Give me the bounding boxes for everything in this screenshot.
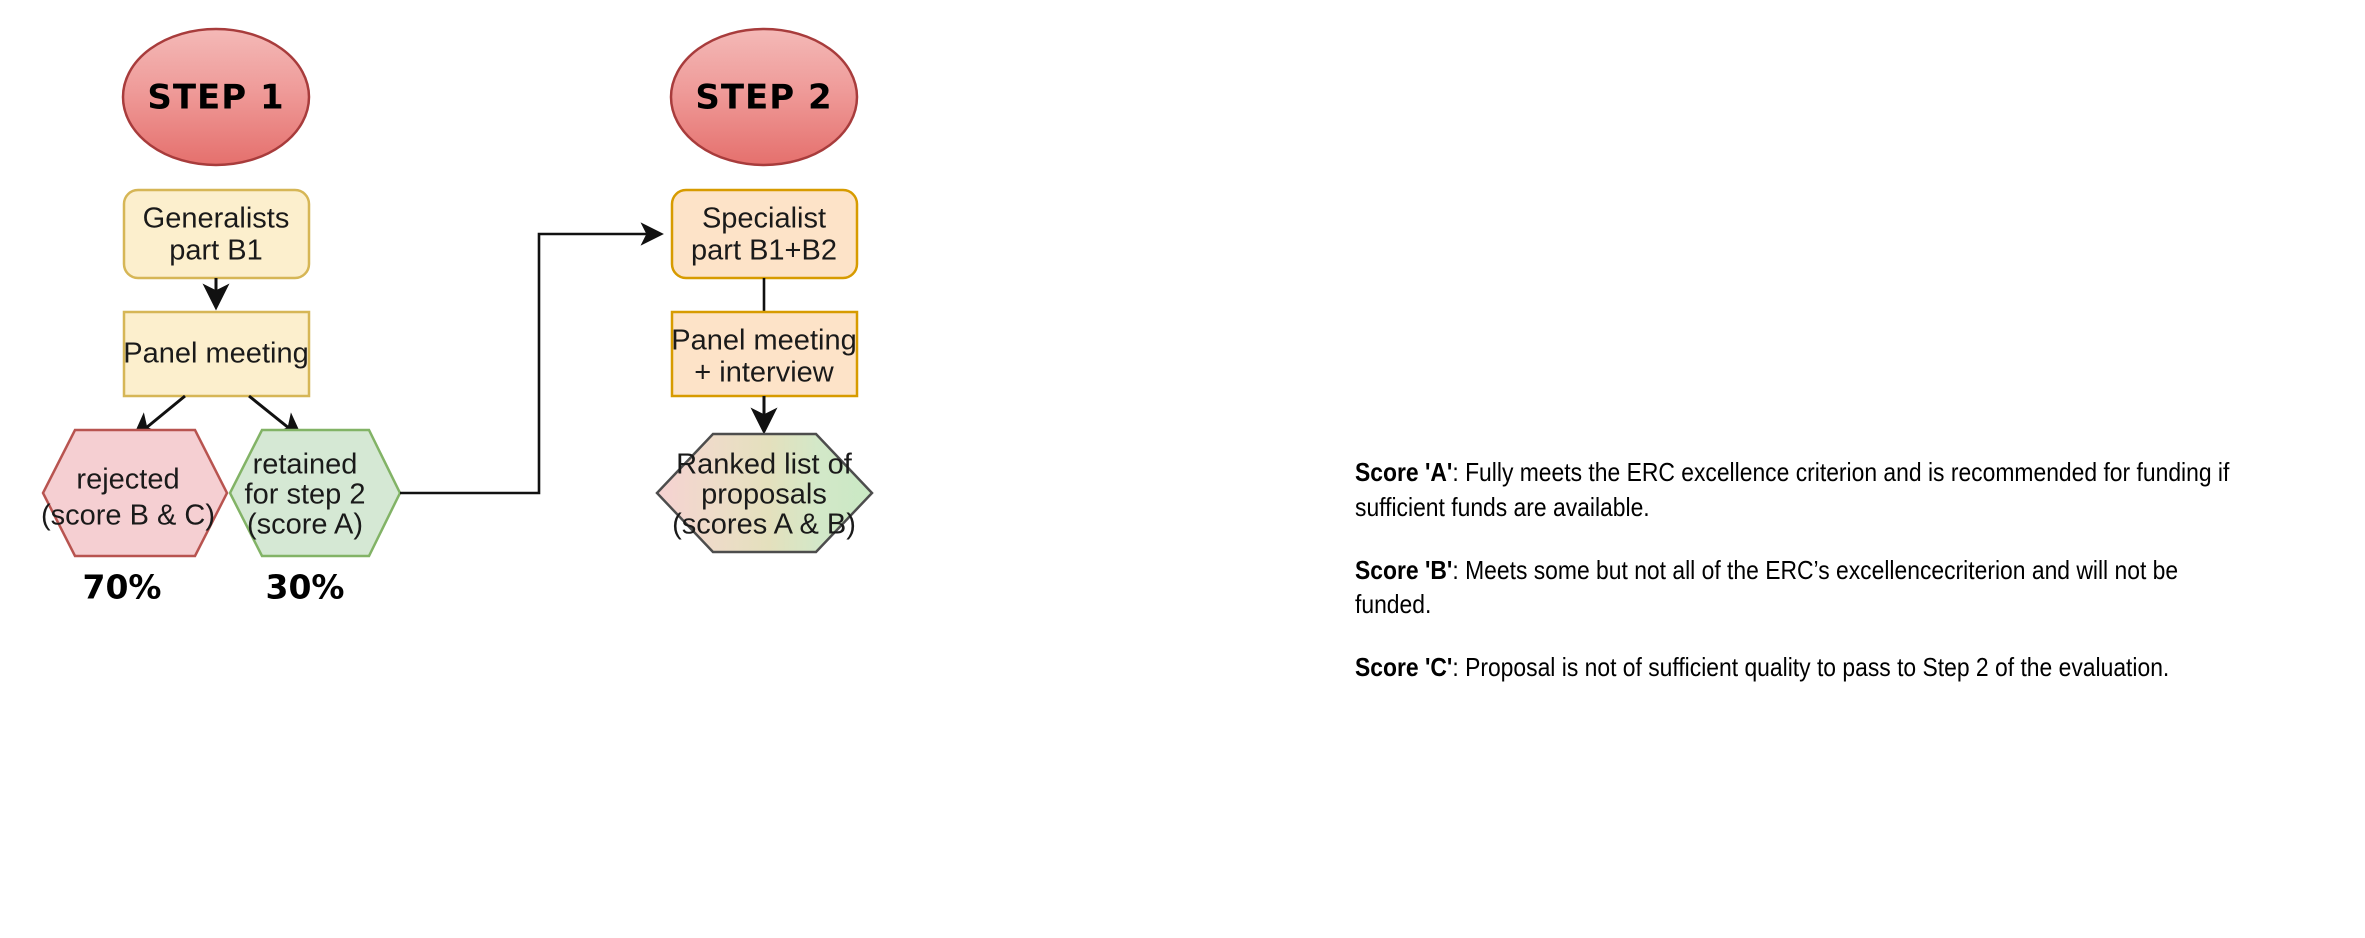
rejected-hexagon[interactable] bbox=[41, 428, 229, 558]
specialist-box-line1: Specialist bbox=[702, 203, 826, 235]
legend-item-score-a: Score 'A': Fully meets the ERC excellenc… bbox=[1355, 455, 2235, 525]
generalists-box-line2: part B1 bbox=[169, 235, 263, 267]
step1-badge-label: STEP 1 bbox=[147, 78, 284, 118]
panel-meeting-interview-box[interactable] bbox=[670, 310, 859, 398]
ranked-list-line1: Ranked list of bbox=[676, 449, 853, 481]
rejected-hexagon-line1: rejected bbox=[76, 464, 179, 496]
retained-percentage-label: 30% bbox=[266, 568, 345, 607]
ranked-list-line3: (scores A & B) bbox=[672, 509, 856, 541]
rejected-percentage-label: 70% bbox=[83, 568, 162, 607]
retained-hexagon-line3: (score A) bbox=[247, 509, 363, 541]
panel-meeting-box-label: Panel meeting bbox=[123, 338, 308, 370]
step1-badge-ellipse bbox=[121, 27, 311, 167]
legend-text-score-c: : Proposal is not of sufficient quality … bbox=[1452, 652, 2170, 683]
panel-meeting-interview-line2: + interview bbox=[694, 357, 834, 389]
ranked-list-line2: proposals bbox=[701, 479, 827, 511]
step2-badge-ellipse bbox=[669, 27, 859, 167]
retained-hexagon[interactable] bbox=[228, 428, 402, 558]
generalists-box-line1: Generalists bbox=[143, 203, 290, 235]
step1-group: STEP 1 Generalists part B1 Panel meeting… bbox=[41, 27, 402, 607]
panel-meeting-box[interactable] bbox=[122, 310, 311, 398]
rejected-hexagon-line2: (score B & C) bbox=[41, 500, 215, 532]
legend-key-score-b: Score 'B' bbox=[1355, 554, 1453, 585]
legend-text-score-b: : Meets some but not all of the ERC’s ex… bbox=[1355, 554, 2179, 620]
legend-item-score-b: Score 'B': Meets some but not all of the… bbox=[1355, 553, 2235, 623]
legend-key-score-a: Score 'A' bbox=[1355, 457, 1453, 487]
panel-meeting-interview-line1: Panel meeting bbox=[671, 325, 856, 357]
step2-group: STEP 2 Specialist part B1+B2 Panel meeti… bbox=[655, 27, 874, 554]
legend-item-score-c: Score 'C': Proposal is not of sufficient… bbox=[1355, 650, 2235, 685]
retained-hexagon-line2: for step 2 bbox=[245, 479, 366, 511]
specialist-box-line2: part B1+B2 bbox=[691, 235, 837, 267]
legend-text-score-a: : Fully meets the ERC excellence criteri… bbox=[1355, 457, 2230, 522]
step2-badge-label: STEP 2 bbox=[695, 78, 832, 118]
connector-retained-to-specialist bbox=[400, 222, 664, 495]
legend-key-score-c: Score 'C' bbox=[1355, 652, 1453, 683]
score-legend: Score 'A': Fully meets the ERC excellenc… bbox=[1355, 455, 2355, 685]
ranked-list-hexagon[interactable] bbox=[655, 432, 874, 554]
retained-hexagon-line1: retained bbox=[253, 449, 358, 481]
